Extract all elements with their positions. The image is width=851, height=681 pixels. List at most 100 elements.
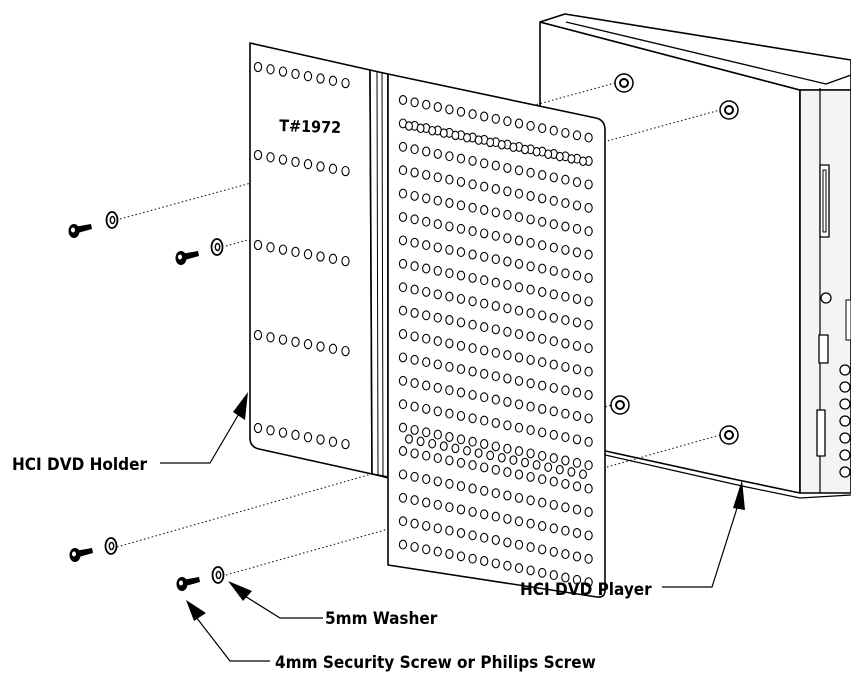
- vent-hole: [561, 315, 570, 326]
- vent-hole: [579, 469, 587, 480]
- vent-hole: [561, 549, 570, 560]
- vent-hole: [549, 172, 558, 183]
- vent-hole: [521, 457, 529, 468]
- vent-hole: [328, 343, 338, 354]
- vent-hole: [538, 380, 547, 391]
- vent-hole: [503, 373, 512, 384]
- vent-hole: [526, 284, 535, 295]
- vent-hole: [514, 118, 524, 129]
- vent-hole: [584, 132, 593, 143]
- vent-hole: [503, 350, 512, 361]
- vent-hole: [480, 298, 489, 309]
- vent-hole: [514, 282, 524, 293]
- vent-hole: [433, 523, 442, 534]
- vent-hole: [445, 361, 454, 372]
- vent-hole: [433, 219, 442, 230]
- vent-hole: [316, 434, 325, 445]
- vent-hole: [398, 422, 408, 433]
- vent-hole: [410, 308, 419, 318]
- vent-hole: [433, 148, 442, 159]
- vent-hole: [303, 159, 313, 170]
- vent-hole: [532, 147, 541, 157]
- vent-hole: [474, 448, 483, 458]
- vent-hole: [410, 167, 419, 178]
- vent-hole: [561, 244, 570, 255]
- vent-hole: [538, 216, 547, 227]
- vent-hole: [584, 249, 593, 260]
- vent-hole: [572, 340, 582, 351]
- vent-hole: [398, 212, 408, 222]
- vent-hole: [514, 165, 524, 176]
- vent-hole: [445, 174, 454, 185]
- vent-hole: [514, 539, 524, 550]
- vent-hole: [410, 284, 419, 295]
- vent-hole: [398, 282, 408, 293]
- vent-hole: [514, 258, 524, 269]
- vent-hole: [422, 450, 431, 461]
- vent-hole: [456, 176, 466, 187]
- vent-hole: [303, 249, 313, 260]
- vent-hole: [468, 179, 477, 190]
- vent-hole: [405, 121, 413, 131]
- vent-hole: [572, 200, 582, 211]
- vent-hole: [561, 525, 570, 536]
- vent-hole: [572, 387, 582, 398]
- vent-hole: [456, 340, 466, 351]
- vent-hole: [480, 228, 489, 239]
- vent-hole: [416, 123, 425, 134]
- screw-label: 4mm Security Screw or Philips Screw: [275, 653, 596, 673]
- vent-hole: [266, 152, 275, 163]
- vent-hole: [497, 453, 506, 463]
- vent-hole: [410, 378, 419, 389]
- vent-hole: [549, 312, 558, 323]
- vent-hole: [456, 410, 466, 421]
- vent-hole: [278, 154, 288, 165]
- vent-hole: [468, 109, 477, 120]
- vent-hole: [316, 161, 325, 172]
- vent-hole: [445, 291, 454, 302]
- vent-hole: [514, 188, 524, 199]
- vent-hole: [491, 418, 500, 428]
- vent-hole: [456, 457, 466, 468]
- vent-hole: [410, 237, 419, 248]
- vent-hole: [503, 467, 512, 478]
- vent-hole: [514, 212, 524, 223]
- vent-hole: [398, 305, 408, 316]
- vent-hole: [445, 221, 454, 232]
- vent-hole: [555, 151, 564, 162]
- vent-hole: [549, 265, 558, 276]
- vent-hole: [549, 453, 558, 464]
- screw-icon: [176, 577, 200, 591]
- vent-hole: [456, 153, 466, 164]
- vent-hole: [422, 380, 431, 391]
- vent-hole: [561, 221, 570, 232]
- vent-hole: [328, 163, 338, 174]
- vent-hole: [422, 474, 431, 485]
- vent-hole: [456, 387, 466, 398]
- vent-hole: [549, 476, 558, 487]
- vent-hole: [266, 425, 275, 436]
- vent-hole: [468, 483, 477, 494]
- vent-hole: [491, 558, 500, 569]
- vent-hole: [526, 401, 535, 412]
- vent-hole: [503, 233, 512, 244]
- vent-hole: [328, 436, 338, 447]
- vent-hole: [561, 572, 570, 583]
- washer-icon: [105, 211, 119, 229]
- vent-hole: [561, 127, 570, 138]
- vent-hole: [526, 261, 535, 272]
- vent-hole: [549, 429, 558, 440]
- vent-hole: [303, 71, 313, 82]
- vent-hole: [549, 336, 558, 347]
- vent-hole: [456, 364, 466, 375]
- vent-hole: [410, 97, 419, 108]
- vent-hole: [491, 184, 500, 194]
- vent-hole: [468, 530, 477, 541]
- vent-hole: [526, 378, 535, 389]
- vent-hole: [584, 530, 593, 541]
- vent-hole: [514, 352, 524, 363]
- holder-label: HCI DVD Holder: [12, 455, 147, 475]
- vent-hole: [572, 130, 582, 141]
- vent-hole: [491, 394, 500, 405]
